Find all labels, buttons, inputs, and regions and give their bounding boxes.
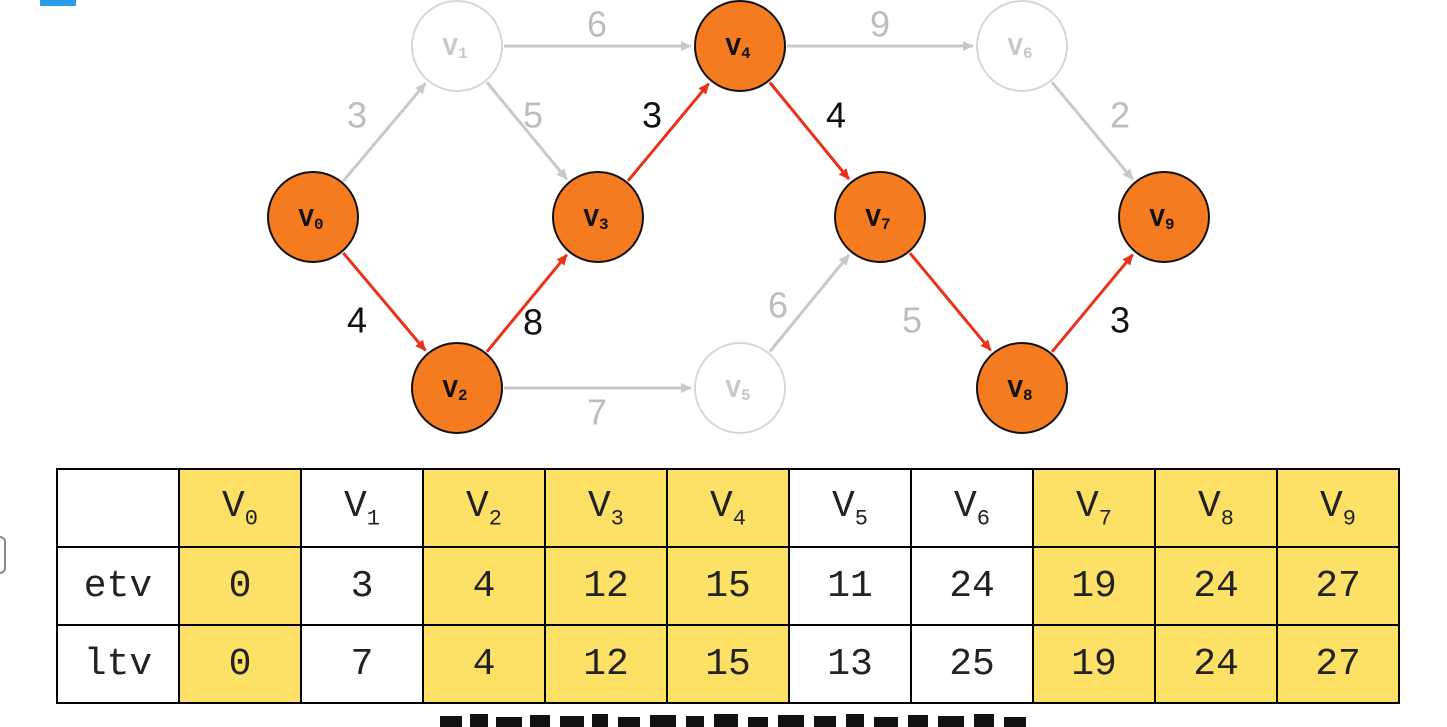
node-label-v5: V5 [725,375,750,405]
column-header-v0: V0 [178,468,302,548]
cell-etv-v5: 11 [788,546,912,626]
node-v8: V8 [976,342,1068,434]
column-header-v4: V4 [666,468,790,548]
edge-weight-v2-v5: 7 [587,392,607,433]
edge-v6-v9 [1050,81,1134,181]
edge-v5-v7 [768,253,851,353]
edge-v8-v9 [1050,253,1134,353]
cell-ltv-v9: 27 [1276,624,1400,704]
node-label-v8: V8 [1007,375,1032,405]
row-label-ltv: ltv [56,624,180,704]
edge-weight-v8-v9: 3 [1110,300,1130,341]
cell-etv-v6: 24 [910,546,1034,626]
edge-weight-v1-v3: 5 [523,95,543,136]
edge-weight-v4-v6: 9 [870,4,890,45]
cell-ltv-v2: 4 [422,624,546,704]
edge-weight-v1-v4: 6 [587,4,607,45]
node-v6: V6 [976,0,1068,92]
node-label-v6: V6 [1007,33,1032,63]
cell-ltv-v8: 24 [1154,624,1278,704]
cell-etv-v7: 19 [1032,546,1156,626]
edge-v0-v1 [342,82,427,183]
cell-ltv-v1: 7 [300,624,424,704]
column-header-v9: V9 [1276,468,1400,548]
top-accent-mark [40,0,76,6]
node-label-v9: V9 [1149,204,1174,234]
cell-ltv-v0: 0 [178,624,302,704]
column-header-v6: V6 [910,468,1034,548]
column-header-v2: V2 [422,468,546,548]
cell-etv-v0: 0 [178,546,302,626]
cell-ltv-v5: 13 [788,624,912,704]
edge-v7-v8 [908,252,992,352]
edge-v2-v3 [485,253,568,353]
node-v9: V9 [1118,171,1210,263]
edge-v4-v7 [768,81,851,181]
edge-weight-v5-v7: 6 [768,285,788,326]
column-header-v1: V1 [300,468,424,548]
left-edge-tab [0,536,6,574]
cell-etv-v9: 27 [1276,546,1400,626]
cell-ltv-v3: 12 [544,624,668,704]
node-label-v4: V4 [725,33,751,63]
cell-etv-v8: 24 [1154,546,1278,626]
row-label-etv: etv [56,546,180,626]
edge-v0-v2 [342,251,427,352]
node-v2: V2 [411,342,503,434]
edge-weight-v2-v3: 8 [523,302,543,343]
edge-weight-v0-v1: 3 [347,95,367,136]
edge-weight-v0-v2: 4 [347,300,367,341]
node-label-v3: V3 [583,204,608,234]
column-header-v3: V3 [544,468,668,548]
cell-etv-v2: 4 [422,546,546,626]
cell-ltv-v6: 25 [910,624,1034,704]
node-label-v0: V0 [298,204,323,234]
node-v7: V7 [834,171,926,263]
node-v5: V5 [694,342,786,434]
column-header-v8: V8 [1154,468,1278,548]
edge-weight-v3-v4: 3 [642,95,662,136]
edge-v3-v4 [626,82,710,182]
cell-ltv-v7: 19 [1032,624,1156,704]
cell-etv-v4: 15 [666,546,790,626]
edge-v1-v3 [485,81,568,181]
table-corner-cell [56,468,180,548]
node-v3: V3 [552,171,644,263]
edge-weight-v7-v8: 5 [902,300,922,341]
edge-weight-v4-v7: 4 [826,95,846,136]
node-label-v1: V1 [442,33,467,63]
column-header-v5: V5 [788,468,912,548]
node-label-v7: V7 [865,204,890,234]
cropped-caption-text [440,714,1026,727]
node-v4: V4 [694,0,786,92]
node-label-v2: V2 [442,375,467,405]
cell-etv-v1: 3 [300,546,424,626]
edge-weight-v6-v9: 2 [1110,95,1130,136]
column-header-v7: V7 [1032,468,1156,548]
node-v1: V1 [411,0,503,92]
node-v0: V0 [267,171,359,263]
cell-ltv-v4: 15 [666,624,790,704]
cell-etv-v3: 12 [544,546,668,626]
